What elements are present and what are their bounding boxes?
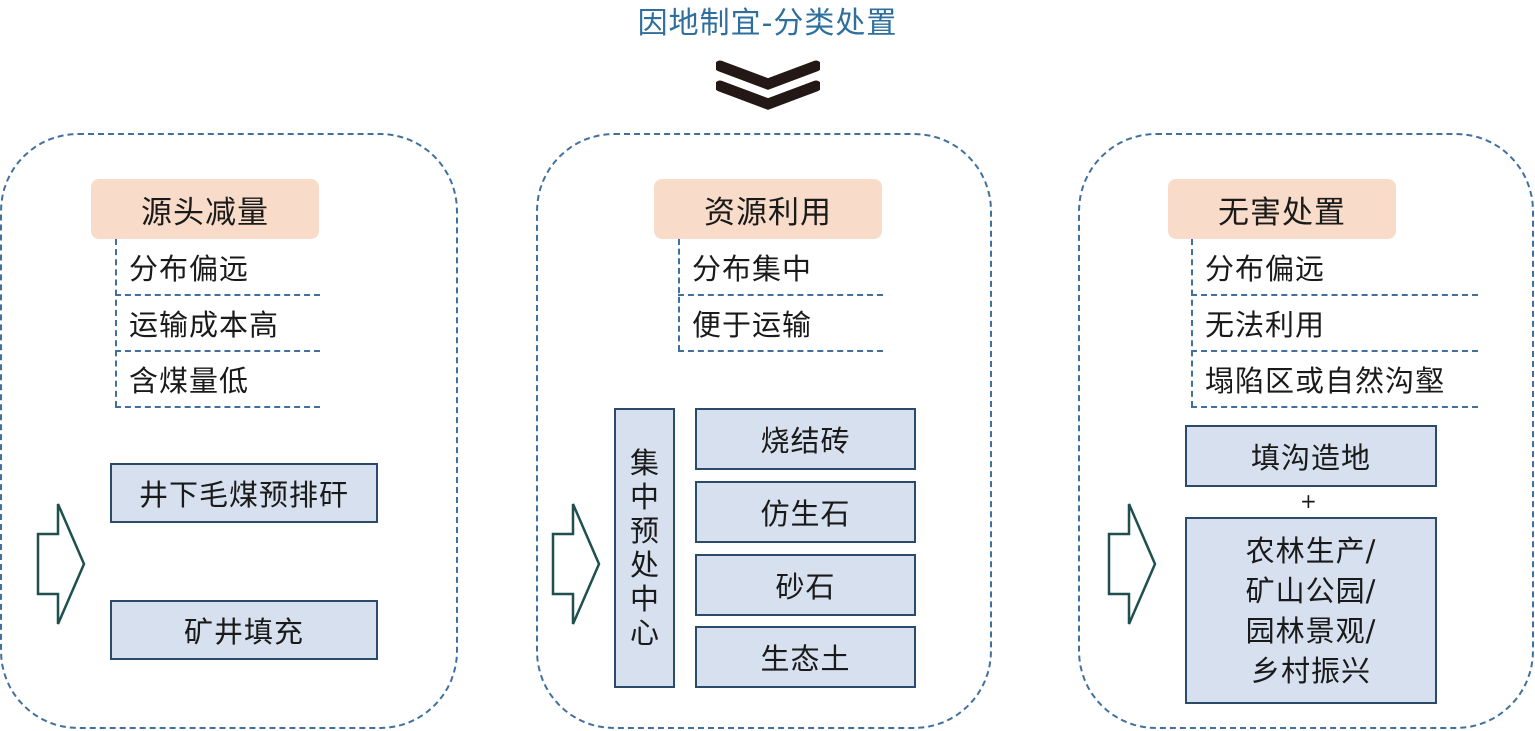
center-char: 中 [629,582,659,616]
use-line: 乡村振兴 [1250,653,1371,688]
center-char: 心 [629,616,659,650]
panel-resource-utilization [536,133,992,729]
double-chevron-down-icon [716,60,820,110]
panel-1-condition-1: 分布偏远 [115,240,320,296]
panel-3-uses: 农林生产/ 矿山公园/ 园林景观/ 乡村振兴 [1185,517,1437,704]
panel-3-condition-3: 塌陷区或自然沟壑 [1191,352,1478,408]
panel-2-product-1: 烧结砖 [695,408,916,470]
center-char: 处 [629,548,659,582]
right-arrow-icon [36,503,86,625]
chevron-upper [716,60,820,90]
panel-2-product-4: 生态土 [695,626,916,688]
use-line: 园林景观/ [1245,613,1377,648]
panel-1-header: 源头减量 [91,179,319,239]
right-arrow-icon [551,503,601,625]
center-char: 集 [629,446,659,480]
panel-3-header: 无害处置 [1168,179,1396,239]
panel-3-condition-1: 分布偏远 [1191,240,1478,296]
plus-sign: + [1300,489,1317,513]
use-line: 农林生产/ [1245,533,1377,568]
panel-1-condition-3: 含煤量低 [115,352,320,408]
panel-1-method-2: 矿井填充 [110,600,378,660]
panel-2-condition-1: 分布集中 [678,240,883,296]
chevron-lower [716,80,820,110]
panel-3-method: 填沟造地 [1185,425,1437,487]
panel-source-reduction [0,133,458,729]
panel-2-product-2: 仿生石 [695,481,916,543]
use-line: 矿山公园/ [1245,573,1377,608]
panel-1-condition-2: 运输成本高 [115,296,320,352]
panel-2-product-3: 砂石 [695,554,916,616]
panel-2-header: 资源利用 [654,179,882,239]
panel-1-method-1: 井下毛煤预排矸 [110,463,378,523]
panel-2-condition-2: 便于运输 [678,296,883,352]
right-arrow-icon [1107,503,1157,625]
center-char: 预 [629,514,659,548]
panel-1-conditions-bracket [115,239,117,407]
panel-3-conditions-bracket [1191,239,1193,407]
panel-3-condition-2: 无法利用 [1191,296,1478,352]
center-char: 中 [629,480,659,514]
panel-2-pretreatment-center: 集 中 预 处 中 心 [614,408,675,688]
panel-harmless-disposal [1078,133,1534,729]
diagram-title: 因地制宜-分类处置 [637,6,898,41]
